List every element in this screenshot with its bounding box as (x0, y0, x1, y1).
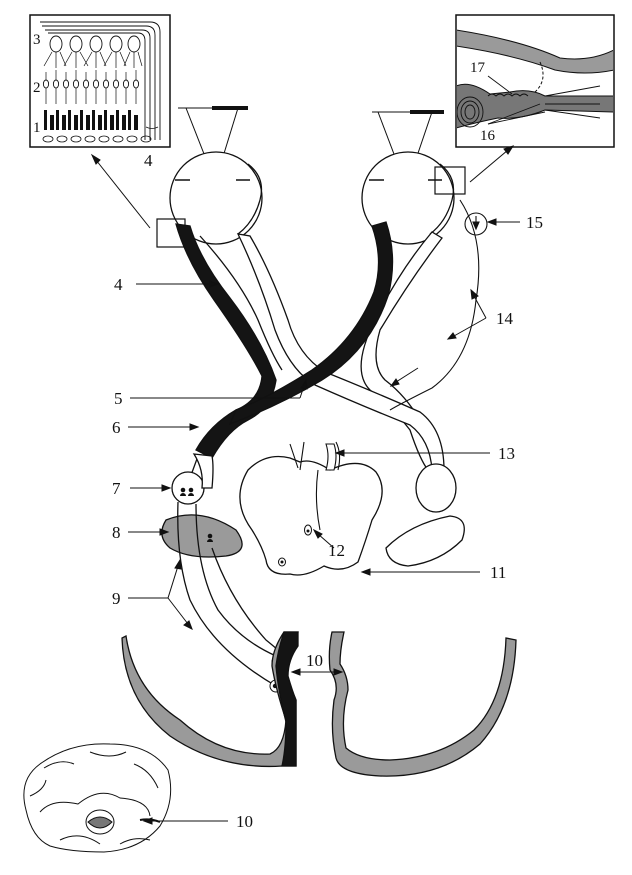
optic-disc-inset-right: 17 16 (455, 14, 615, 148)
thalamus (239, 441, 465, 576)
label-10-brain: 10 (236, 812, 253, 831)
label-16: 16 (480, 128, 496, 144)
label-15: 15 (526, 213, 543, 232)
label-17: 17 (470, 60, 486, 76)
retina-inset-left: 3 2 1 (29, 14, 171, 148)
label-7: 7 (112, 479, 121, 498)
label-2: 2 (33, 80, 41, 96)
label-6: 6 (112, 418, 121, 437)
label-12: 12 (328, 541, 345, 560)
label-8: 8 (112, 523, 121, 542)
eye-right (361, 151, 455, 245)
superior-colliculus (161, 514, 243, 558)
label-3: 3 (33, 32, 41, 48)
medial-brain-view (23, 743, 172, 853)
label-5: 5 (114, 389, 123, 408)
callout-pointers (128, 218, 520, 825)
label-4-inset: 4 (144, 151, 153, 170)
visual-cortex (121, 631, 517, 777)
label-14: 14 (496, 309, 514, 328)
label-13: 13 (498, 444, 515, 463)
label-1: 1 (33, 120, 41, 136)
label-4: 4 (114, 275, 123, 294)
label-11: 11 (490, 563, 506, 582)
lateral-geniculate-left (171, 453, 214, 505)
eye-left (169, 151, 263, 245)
label-9: 9 (112, 589, 121, 608)
label-10-cortex: 10 (306, 651, 323, 670)
